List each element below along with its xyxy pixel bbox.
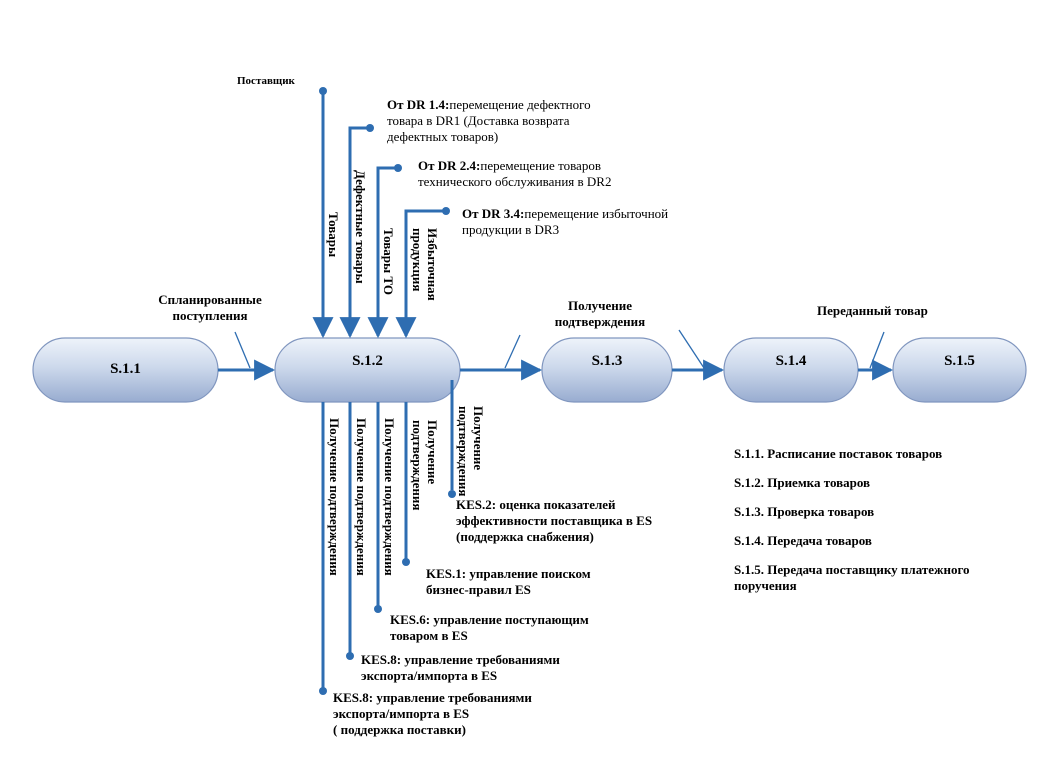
source-dr24-l2: технического обслуживания в DR2 [418,174,612,189]
node-label-s114: S.1.4 [775,353,807,369]
input-to-line [367,166,398,339]
input-defect-line [339,126,370,339]
source-dr14-l3: дефектных товаров) [387,129,499,144]
source-dr24: От DR 2.4:перемещение товаров [418,158,601,173]
legend-item-1: S.1.1. Расписание поставок товаров [734,446,943,461]
input-surplus-line [395,209,446,339]
node-label-s115: S.1.5 [944,353,975,369]
transferred-label: Переданный товар [817,303,928,318]
input-to-label: Товары ТО [381,228,396,296]
node-label-s111: S.1.1 [110,361,141,377]
legend-item-3: S.1.3. Проверка товаров [734,504,875,519]
output-label-1: Получение подтверждения [327,418,342,576]
output-label-2: Получение подтверждения [354,418,369,576]
legend-item-4: S.1.4. Передача товаров [734,533,872,548]
input-defect-label: Дефектные товары [353,170,368,284]
node-label-s113: S.1.3 [591,353,623,369]
input-goods-label: Товары [326,212,341,258]
source-dr14: От DR 1.4:перемещение дефектного [387,97,591,112]
node-s115 [892,337,1027,403]
node-s114 [723,337,859,403]
supplier-label: Поставщик [237,75,295,87]
node-s112 [274,337,461,403]
source-dr34-l2: продукции в DR3 [462,222,560,237]
source-dr34: От DR 3.4:перемещение избыточной [462,206,669,221]
legend-item-2: S.1.2. Приемка товаров [734,475,871,490]
source-dr14-l2: товара в DR1 (Доставка возврата [387,113,570,128]
node-s113 [541,337,673,403]
output-label-3: Получение подтверждения [382,418,397,576]
node-label-s112: S.1.2 [352,353,383,369]
